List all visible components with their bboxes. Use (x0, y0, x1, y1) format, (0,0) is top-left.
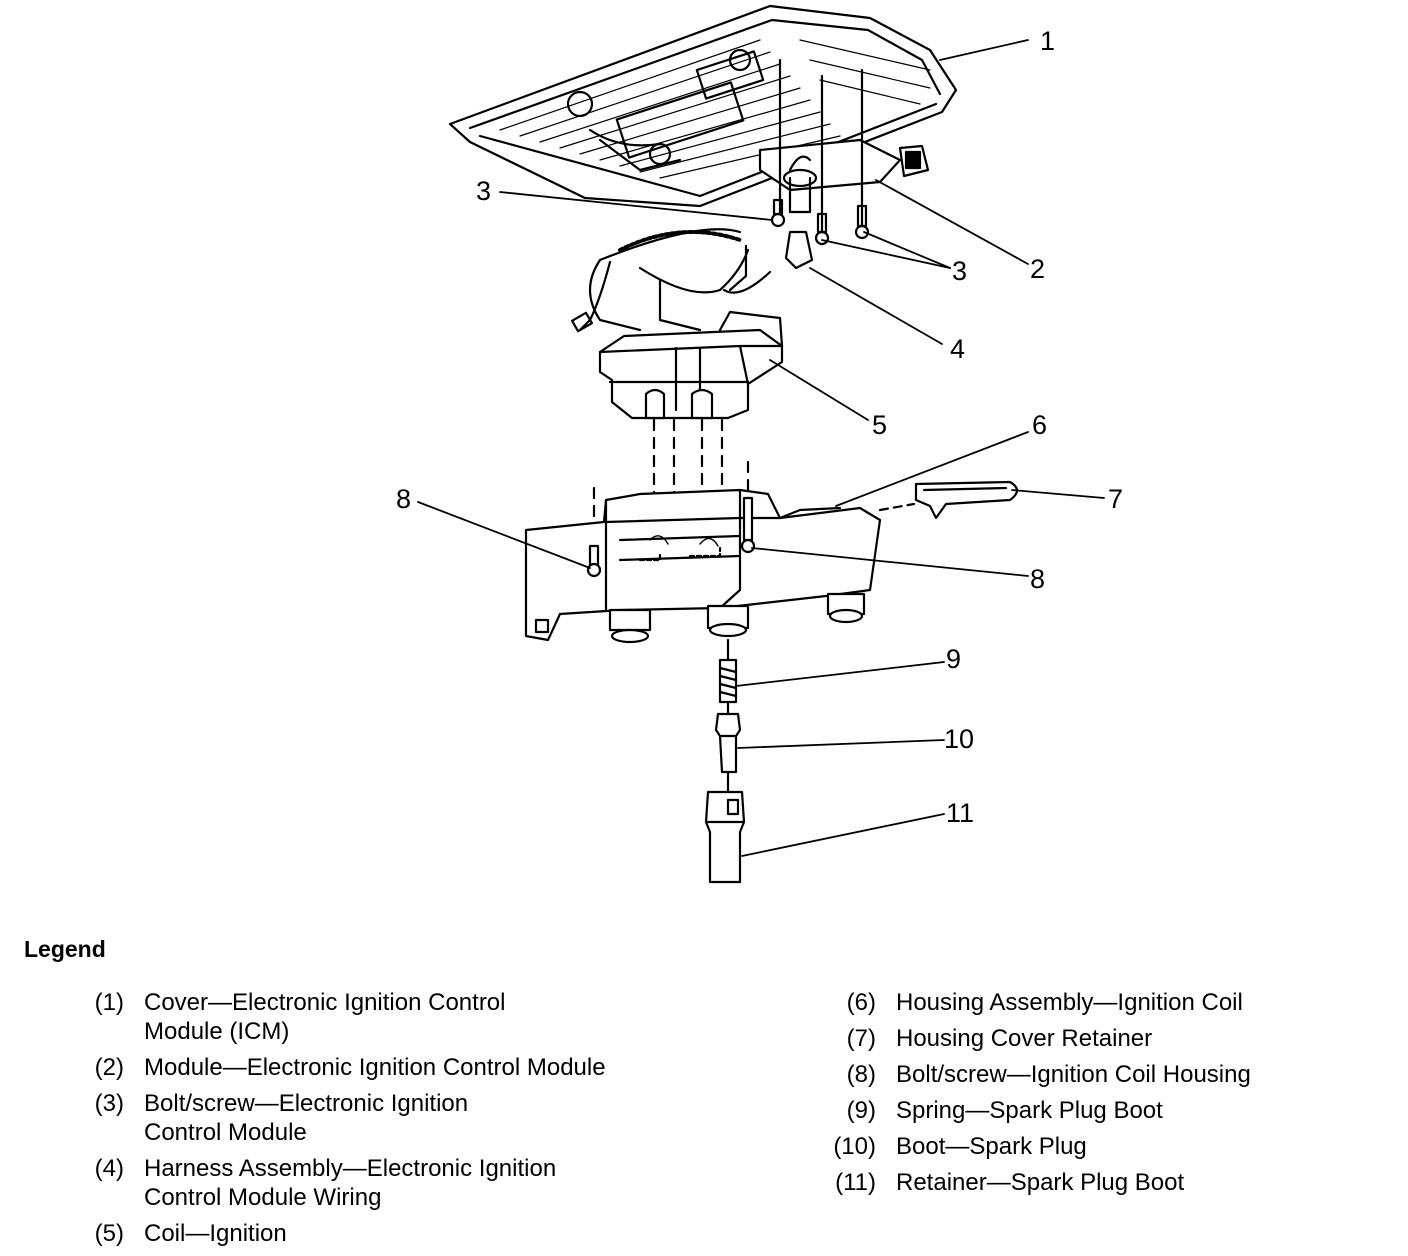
legend-description: Boot—Spark Plug (896, 1133, 1087, 1160)
callout-8-left: 8 (396, 484, 411, 514)
legend-left-column: (1) Cover—Electronic Ignition Control Mo… (60, 988, 760, 1255)
legend-item: (11) Retainer—Spark Plug Boot (812, 1168, 1402, 1197)
icm-cover-part (448, 4, 958, 214)
legend-description: Housing Assembly—Ignition Coil (896, 989, 1243, 1016)
legend-number: (3) (94, 1090, 124, 1117)
callout-10: 10 (944, 724, 974, 754)
exploded-view-diagram: 1 3 3 2 4 5 6 7 8 8 9 10 11 (396, 4, 1123, 884)
coil-housing-part (524, 488, 882, 644)
legend-item: (4) Harness Assembly—Electronic Ignition… (60, 1154, 760, 1212)
legend-description: Housing Cover Retainer (896, 1025, 1153, 1052)
legend-item: (7) Housing Cover Retainer (812, 1024, 1402, 1053)
legend-number: (8) (846, 1061, 876, 1088)
legend-right-column: (6) Housing Assembly—Ignition Coil (7) H… (812, 988, 1402, 1204)
legend-item: (6) Housing Assembly—Ignition Coil (812, 988, 1402, 1017)
leader-lines (417, 39, 1105, 857)
ignition-coil-part (598, 310, 784, 420)
legend-number: (6) (846, 989, 876, 1016)
callout-1: 1 (1040, 26, 1055, 56)
housing-bolts-part (586, 496, 756, 578)
legend-item: (9) Spring—Spark Plug Boot (812, 1096, 1402, 1125)
legend-number: (7) (846, 1025, 876, 1052)
legend-description: Coil—Ignition (144, 1220, 287, 1247)
callout-9: 9 (946, 644, 961, 674)
legend-number: (9) (846, 1097, 876, 1124)
legend-title: Legend (24, 936, 106, 962)
icm-bolts-part (770, 58, 870, 246)
legend-description: Bolt/screw—Ignition Coil Housing (896, 1061, 1251, 1088)
callout-3-bottom: 3 (952, 256, 967, 286)
legend-description: Module—Electronic Ignition Control Modul… (144, 1054, 606, 1081)
harness-part (570, 228, 814, 333)
legend-item: (2) Module—Electronic Ignition Control M… (60, 1053, 760, 1082)
legend-number: (11) (835, 1169, 876, 1196)
callout-11: 11 (946, 798, 974, 828)
legend-number: (5) (94, 1220, 124, 1247)
callout-5: 5 (872, 410, 887, 440)
legend-description: Cover—Electronic Ignition Control Module… (144, 989, 506, 1045)
legend-item: (1) Cover—Electronic Ignition Control Mo… (60, 988, 760, 1046)
callout-3-top: 3 (476, 176, 491, 206)
legend-number: (2) (94, 1054, 124, 1081)
boot-retainer-part (704, 790, 746, 884)
callout-4: 4 (950, 334, 965, 364)
legend-description: Bolt/screw—Electronic Ignition Control M… (144, 1090, 469, 1146)
legend-number: (10) (833, 1133, 876, 1160)
legend-number: (1) (94, 989, 124, 1016)
housing-retainer-part (878, 480, 1019, 520)
callout-8-right: 8 (1030, 564, 1045, 594)
spark-plug-spring-part (718, 638, 738, 704)
legend-description: Harness Assembly—Electronic Ignition Con… (144, 1155, 557, 1211)
legend-item: (8) Bolt/screw—Ignition Coil Housing (812, 1060, 1402, 1089)
legend-item: (3) Bolt/screw—Electronic Ignition Contr… (60, 1089, 760, 1147)
legend-description: Spring—Spark Plug Boot (896, 1097, 1163, 1124)
legend-description: Retainer—Spark Plug Boot (896, 1169, 1185, 1196)
callout-2: 2 (1030, 254, 1045, 284)
legend-item: (5) Coil—Ignition (60, 1219, 760, 1248)
spark-plug-boot-part (714, 700, 742, 794)
legend-number: (4) (94, 1155, 124, 1182)
callout-6: 6 (1032, 410, 1047, 440)
legend-item: (10) Boot—Spark Plug (812, 1132, 1402, 1161)
callout-7: 7 (1108, 484, 1123, 514)
